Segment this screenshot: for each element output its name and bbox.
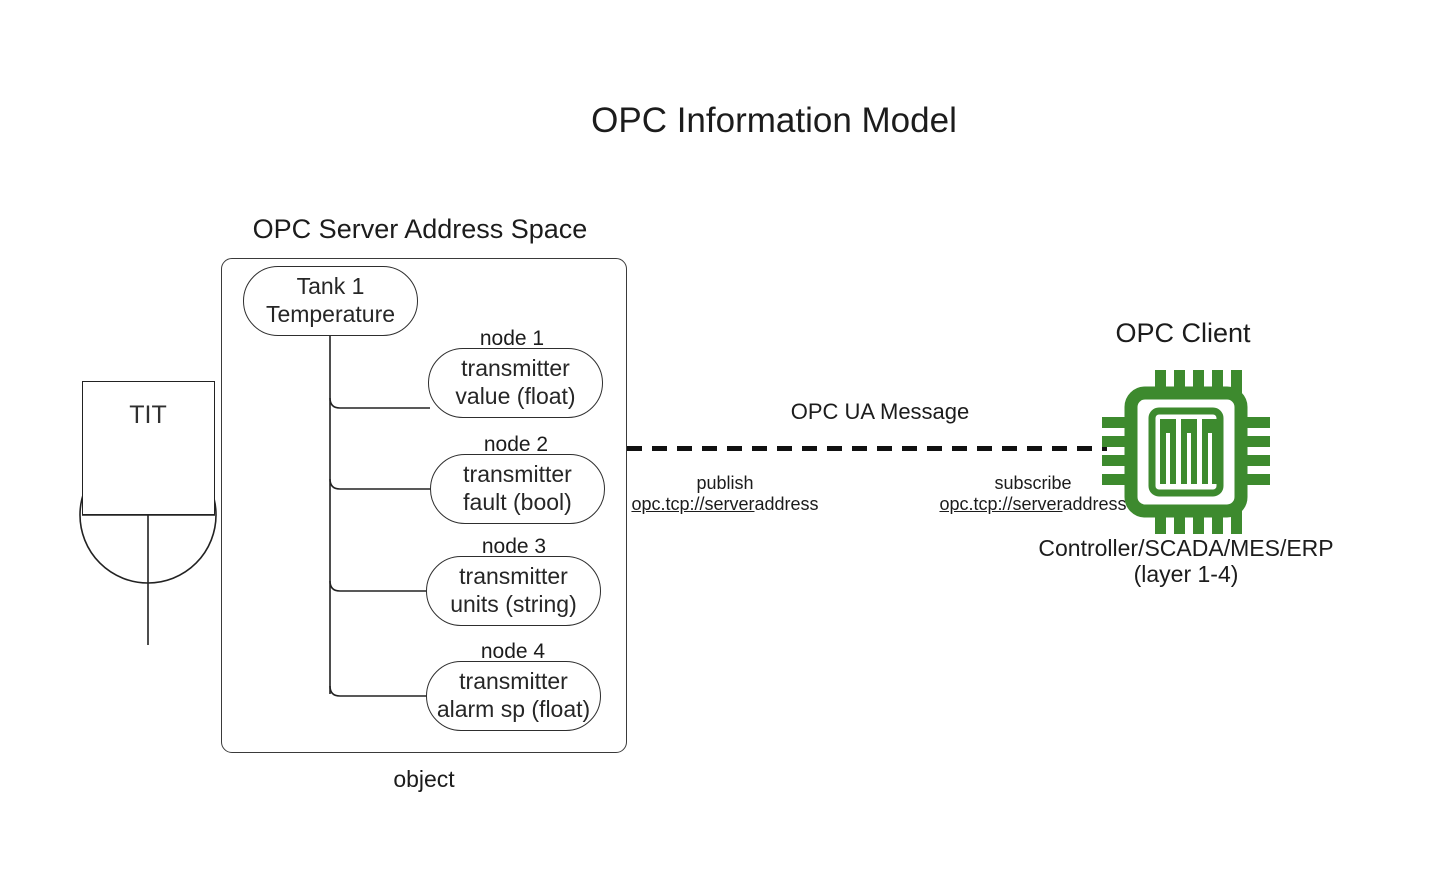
- instrument-tag-label: TIT: [129, 401, 167, 429]
- object-caption: object: [393, 766, 455, 792]
- opc-ua-dashed-connection: [627, 446, 1107, 451]
- node-4-tag: node 4: [480, 640, 546, 663]
- node-3-line1: transmitter: [459, 563, 568, 590]
- node-3-line2: units (string): [450, 591, 577, 617]
- publish-endpoint-suffix: address: [754, 494, 819, 514]
- client-caption-line1: Controller/SCADA/MES/ERP: [1038, 535, 1334, 561]
- publish-label: publish: [696, 473, 754, 493]
- node-4-line1: transmitter: [459, 668, 568, 695]
- node-4-line2: alarm sp (float): [436, 696, 591, 722]
- opc-client-caption: Controller/SCADA/MES/ERP (layer 1-4): [1038, 535, 1333, 587]
- node-2-tag: node 2: [483, 433, 549, 456]
- server-address-space-heading: OPC Server Address Space: [252, 214, 588, 244]
- page-title: OPC Information Model: [591, 101, 957, 140]
- address-space-container: [221, 258, 627, 753]
- subscribe-endpoint-suffix: address: [1062, 494, 1127, 514]
- instrument-box: [82, 381, 215, 515]
- node-root-line2: Temperature: [265, 301, 396, 327]
- node-1-transmitter-value[interactable]: transmitter value (float): [428, 348, 603, 418]
- publish-endpoint[interactable]: opc.tcp://serveraddress: [631, 494, 818, 515]
- node-2-transmitter-fault[interactable]: transmitter fault (bool): [430, 454, 605, 524]
- client-caption-line2: (layer 1-4): [1133, 561, 1239, 588]
- node-1-tag: node 1: [479, 327, 545, 350]
- subscribe-label: subscribe: [994, 473, 1072, 493]
- opc-ua-message-label: OPC UA Message: [790, 399, 970, 424]
- publish-endpoint-link[interactable]: opc.tcp://server: [631, 494, 755, 514]
- node-2-line1: transmitter: [463, 461, 572, 488]
- node-3-transmitter-units[interactable]: transmitter units (string): [426, 556, 601, 626]
- node-root-line1: Tank 1: [296, 273, 365, 300]
- node-tank1-temperature[interactable]: Tank 1 Temperature: [243, 266, 418, 336]
- opc-client-heading: OPC Client: [1115, 318, 1251, 348]
- cpu-chip-icon: [1102, 370, 1270, 534]
- node-2-line2: fault (bool): [463, 489, 572, 515]
- node-3-tag: node 3: [481, 535, 547, 558]
- subscribe-endpoint-link[interactable]: opc.tcp://server: [939, 494, 1063, 514]
- node-4-transmitter-alarm-sp[interactable]: transmitter alarm sp (float): [426, 661, 601, 731]
- node-1-line1: transmitter: [461, 355, 570, 382]
- node-1-line2: value (float): [455, 383, 576, 409]
- subscribe-endpoint[interactable]: opc.tcp://serveraddress: [939, 494, 1126, 515]
